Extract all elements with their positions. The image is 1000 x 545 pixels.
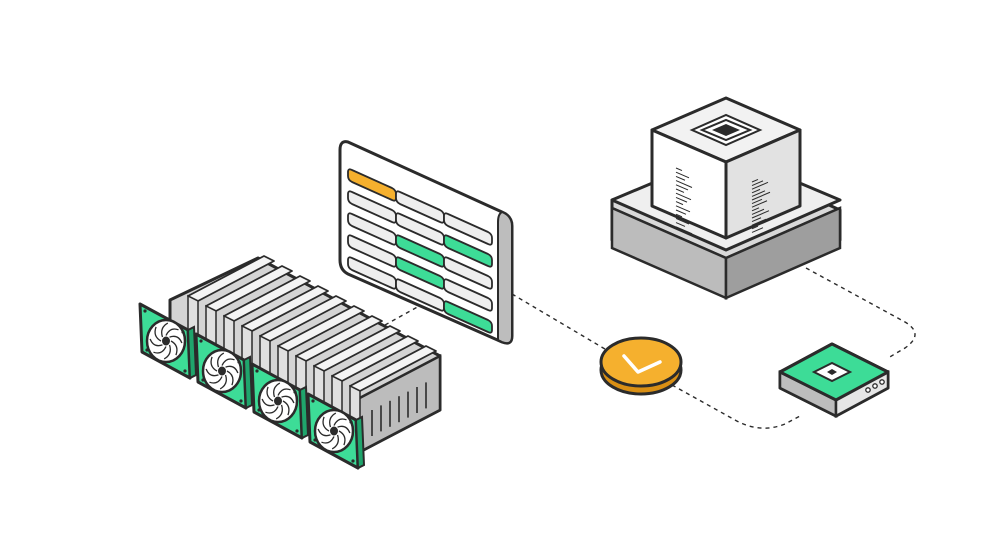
dashboard-cell-gray [347, 212, 397, 246]
server-block-icon [610, 96, 842, 300]
dashboard-cell-gray [395, 278, 445, 312]
cooling-fan-icon [138, 302, 198, 380]
cooling-fan-icon [306, 392, 366, 470]
dashed-connector-coin-router [671, 384, 801, 429]
gpu-mining-rig-icon [138, 255, 442, 470]
dashboard-cell-green [395, 256, 445, 290]
checkmark-coin-icon [599, 336, 683, 396]
dashboard-cell-orange [347, 168, 397, 202]
dashboard-cell-gray [395, 190, 445, 224]
dashboard-cell-grid [347, 168, 493, 334]
dashboard-cell-green [443, 234, 493, 268]
router-device-icon [778, 342, 890, 419]
dashboard-cell-gray [443, 278, 493, 312]
dashboard-cell-green [443, 300, 493, 334]
dashboard-cell-gray [443, 212, 493, 246]
cooling-fan-icon [194, 332, 254, 410]
dashboard-cell-gray [395, 212, 445, 246]
dashboard-panel-icon [338, 140, 514, 345]
dashboard-cell-gray [347, 190, 397, 224]
dashboard-cell-gray [347, 256, 397, 290]
dashed-connector-server-router [805, 267, 916, 359]
dashed-connector-dashboard-coin [511, 293, 611, 353]
dashboard-cell-gray [443, 256, 493, 290]
dashboard-cell-gray [347, 234, 397, 268]
cooling-fan-icon [250, 362, 310, 440]
dashboard-cell-green [395, 234, 445, 268]
